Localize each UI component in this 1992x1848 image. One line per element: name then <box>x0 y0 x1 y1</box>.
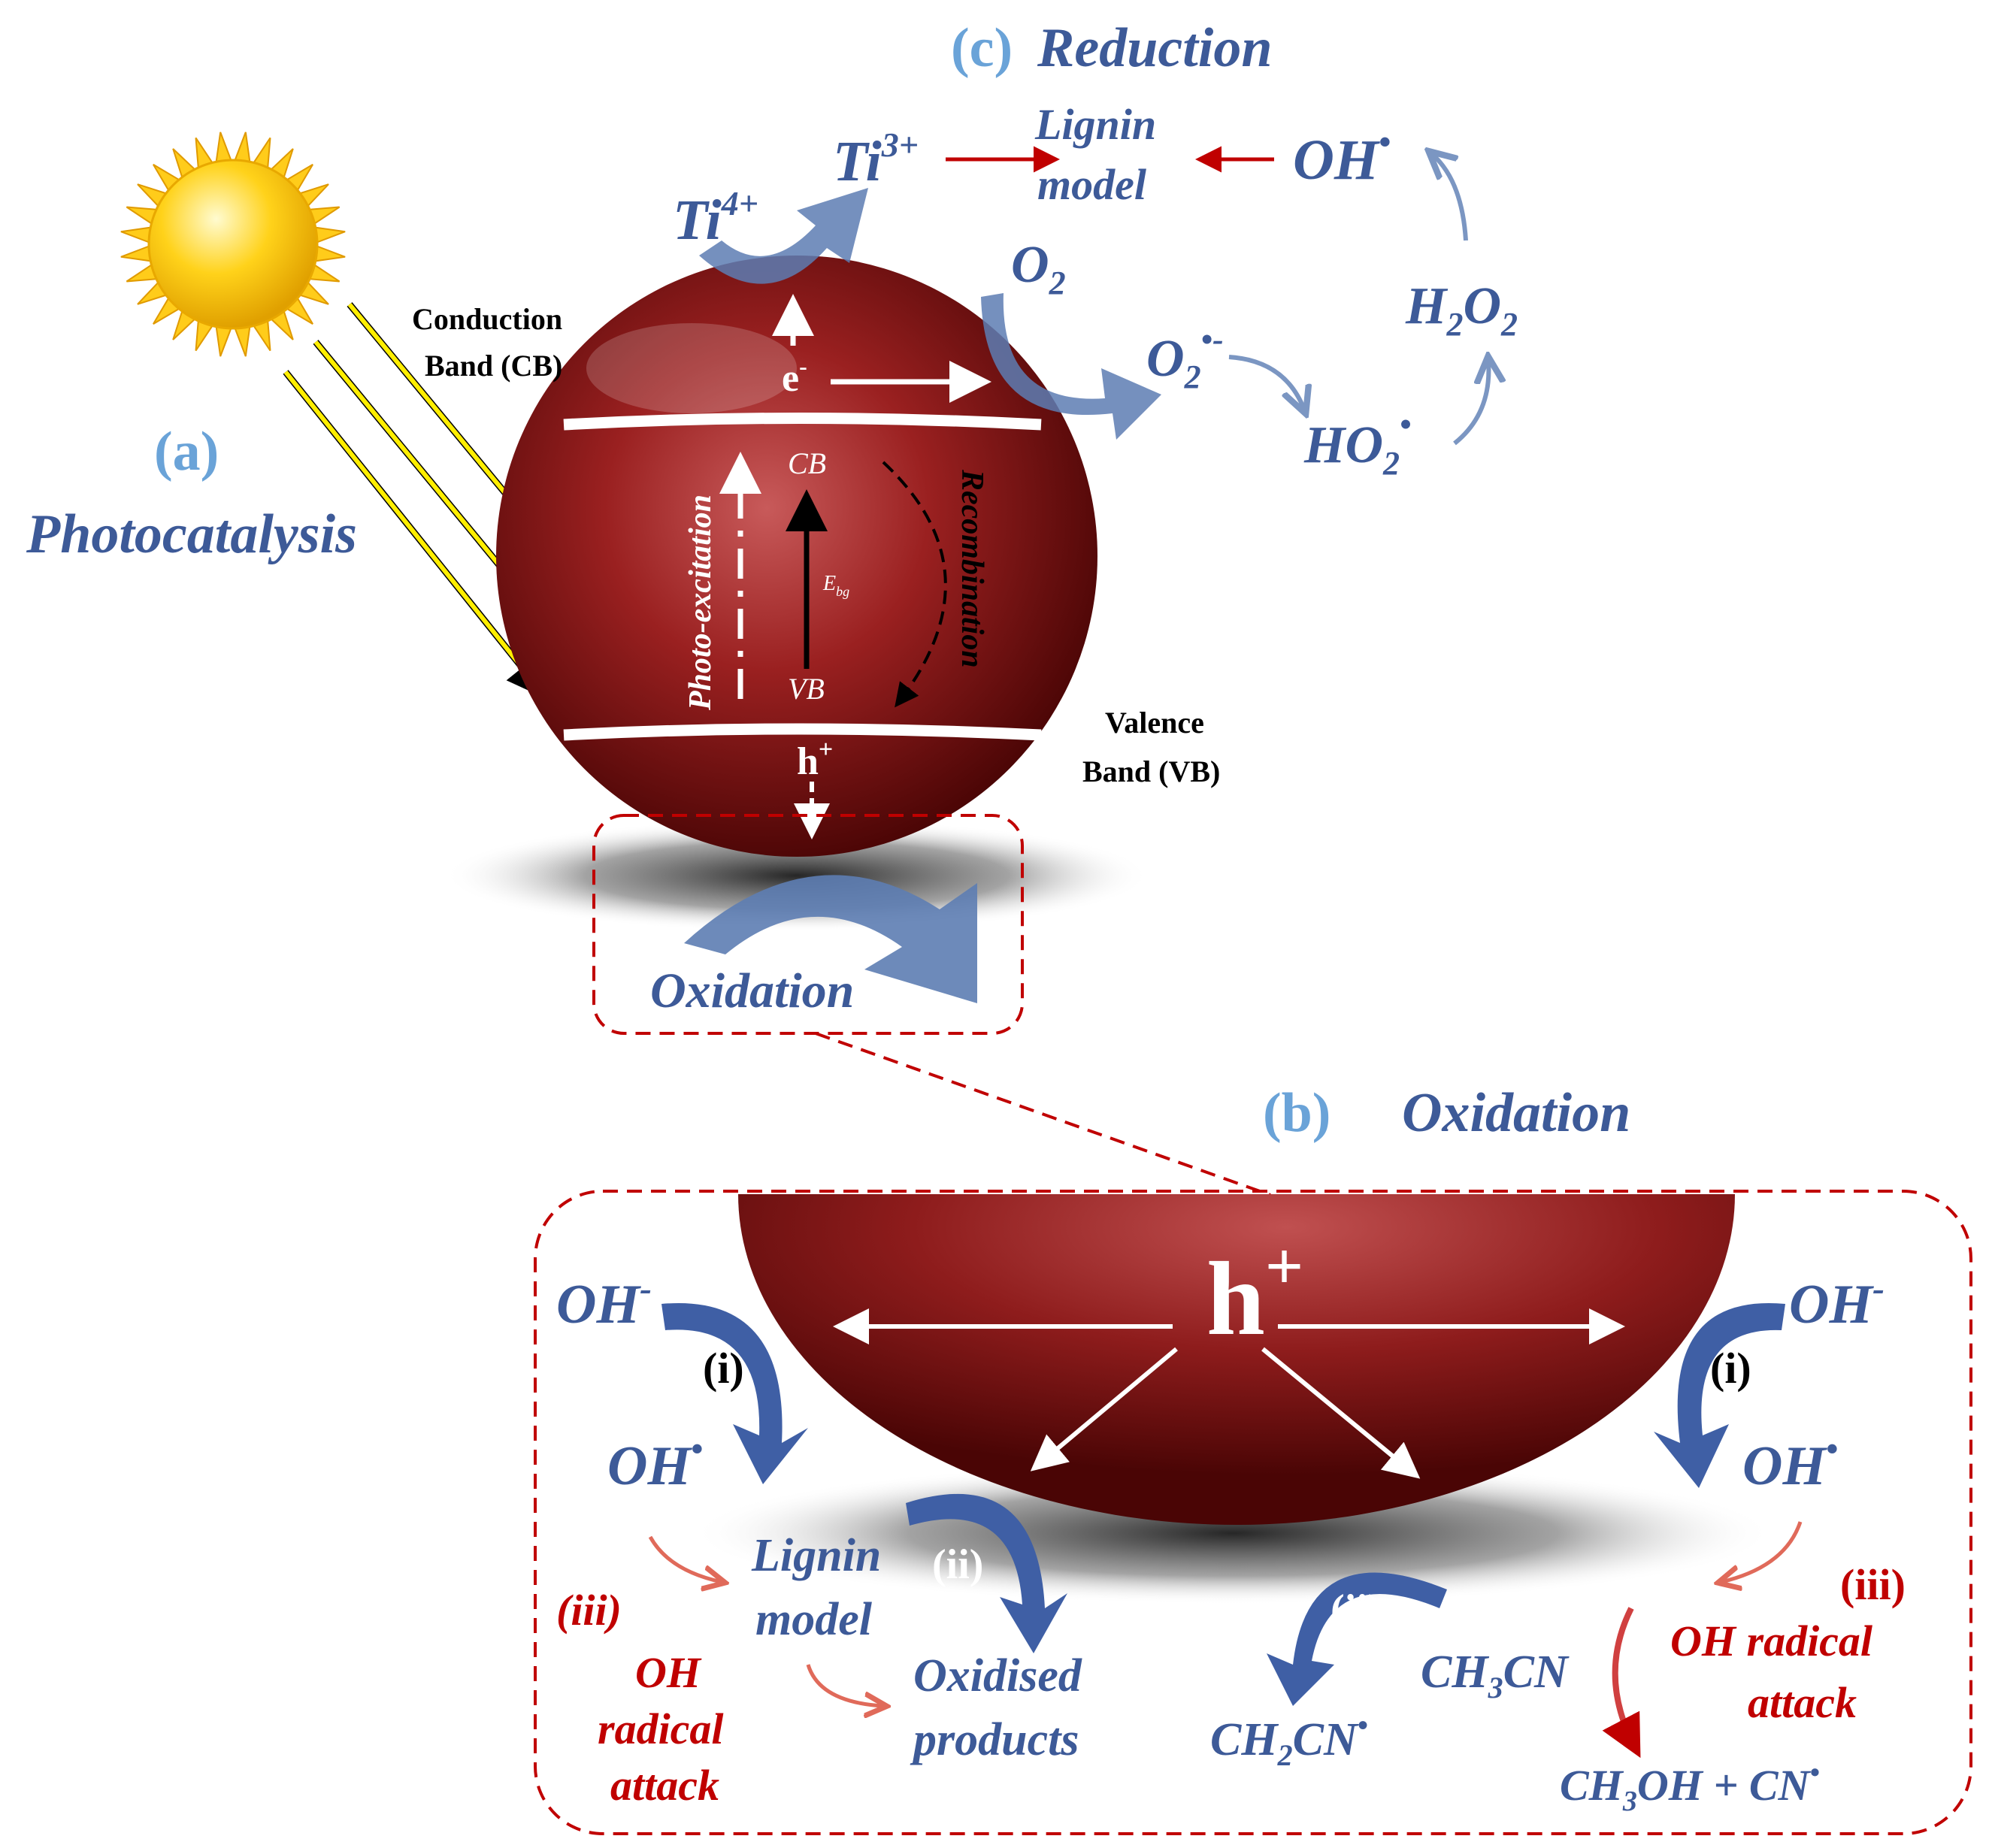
step-ii-right: (ii) <box>1331 1586 1382 1633</box>
cb-outer-label-1: Conduction <box>412 302 562 336</box>
photo-excitation-label: Photo-excitation <box>683 495 718 711</box>
lignin-top-1: Lignin <box>1034 100 1156 149</box>
step-i-right: (i) <box>1710 1344 1751 1393</box>
superoxide-label: O2•- <box>1146 321 1224 395</box>
panel-c-letter: (c) <box>951 17 1013 79</box>
h2o2-label: H2O2 <box>1405 277 1518 343</box>
panel-a-title: Photocatalysis <box>26 504 357 565</box>
oh-radical-left: OH• <box>607 1429 703 1497</box>
cb-outer-label-2: Band (CB) <box>425 349 562 383</box>
panel-b-title: Oxidation <box>1402 1082 1630 1144</box>
band-gap-label: Ebg <box>822 572 849 599</box>
attack-left-1: OH <box>635 1648 702 1697</box>
radical-attack-arrow-right <box>1721 1521 1803 1582</box>
oxidation-curved-arrow <box>684 875 977 1003</box>
lignin-to-oxidised-arrow <box>906 1493 1067 1653</box>
photocatalyst-sphere <box>496 256 1097 857</box>
electron-label: e- <box>782 352 807 400</box>
h-down-left-arrow <box>1030 1347 1178 1471</box>
recombination-arrow <box>882 461 947 708</box>
ch3cn-label: CH3CN <box>1421 1647 1570 1704</box>
h2o2-to-oh-arrow <box>1432 154 1468 241</box>
step-iii-right: (iii) <box>1840 1560 1906 1609</box>
ti-reduction-arrow <box>699 188 868 284</box>
oxidation-detail-box <box>534 1190 1972 1835</box>
ho2-to-h2o2-arrow <box>1453 361 1488 446</box>
valence-band-line <box>563 723 1042 741</box>
attack-right-2: attack <box>1748 1678 1857 1727</box>
step-i-left: (i) <box>703 1344 744 1393</box>
sun-icon <box>120 132 346 357</box>
hydroxide-to-radical-arrow-right <box>1654 1302 1785 1488</box>
ti4-label: Ti4+ <box>673 184 758 252</box>
ti3-label: Ti3+ <box>833 126 919 193</box>
o2-label: O2 <box>1011 236 1066 301</box>
step-ii-left: (ii) <box>932 1541 983 1588</box>
step-iii-left: (iii) <box>556 1586 622 1635</box>
oh-radical-right: OH• <box>1742 1429 1838 1497</box>
cb-inner-label: CB <box>788 446 826 480</box>
photocatalyst-hemisphere <box>738 1194 1735 1525</box>
ch2cn-label: CH2CN• <box>1210 1708 1368 1772</box>
hydroxide-right: OH- <box>1789 1269 1885 1335</box>
attack-right-1: OH radical <box>1670 1617 1873 1665</box>
hydroxide-left: OH- <box>556 1269 652 1335</box>
hydroxide-to-radical-arrow-left <box>661 1302 808 1484</box>
zoom-connector-line <box>815 1032 1271 1196</box>
oxidation-zoom-box <box>592 814 1024 1035</box>
panel-c-title: Reduction <box>1037 17 1272 79</box>
lignin-oxidation-arrow <box>806 1664 883 1706</box>
vb-inner-label: VB <box>788 672 825 706</box>
lignin-bottom-2: model <box>755 1594 873 1645</box>
superoxide-to-ho2-arrow <box>1228 355 1304 410</box>
vb-outer-label-1: Valence <box>1105 706 1204 740</box>
ho2-label: HO2• <box>1303 406 1411 482</box>
attack-left-2: radical <box>598 1704 724 1753</box>
oxidation-label: Oxidation <box>650 963 854 1018</box>
h-down-right-arrow <box>1261 1347 1421 1479</box>
panel-b-letter: (b) <box>1263 1082 1331 1144</box>
hole-big-label: h+ <box>1206 1229 1303 1357</box>
conduction-band-line <box>563 413 1042 431</box>
o2-reduction-arrow <box>981 293 1161 440</box>
recombination-label: Recombination <box>955 469 989 668</box>
radical-to-lignin-arrow <box>648 1535 722 1582</box>
oh-radical-top: OH• <box>1293 122 1391 192</box>
ch3cn-to-ch2cn-arrow <box>1267 1572 1447 1706</box>
vb-outer-label-2: Band (VB) <box>1082 755 1220 788</box>
lignin-top-2: model <box>1037 160 1147 209</box>
lignin-bottom-1: Lignin <box>751 1530 881 1581</box>
ch3cn-to-products-arrow <box>1602 1607 1641 1759</box>
oxidised-2: products <box>910 1714 1079 1765</box>
hole-label: h+ <box>797 736 833 783</box>
attack-left-3: attack <box>610 1761 719 1810</box>
oxidised-1: Oxidised <box>913 1650 1082 1701</box>
panel-a-letter: (a) <box>154 421 219 482</box>
methanol-cyanide-label: CH3OH + CN• <box>1560 1757 1820 1817</box>
